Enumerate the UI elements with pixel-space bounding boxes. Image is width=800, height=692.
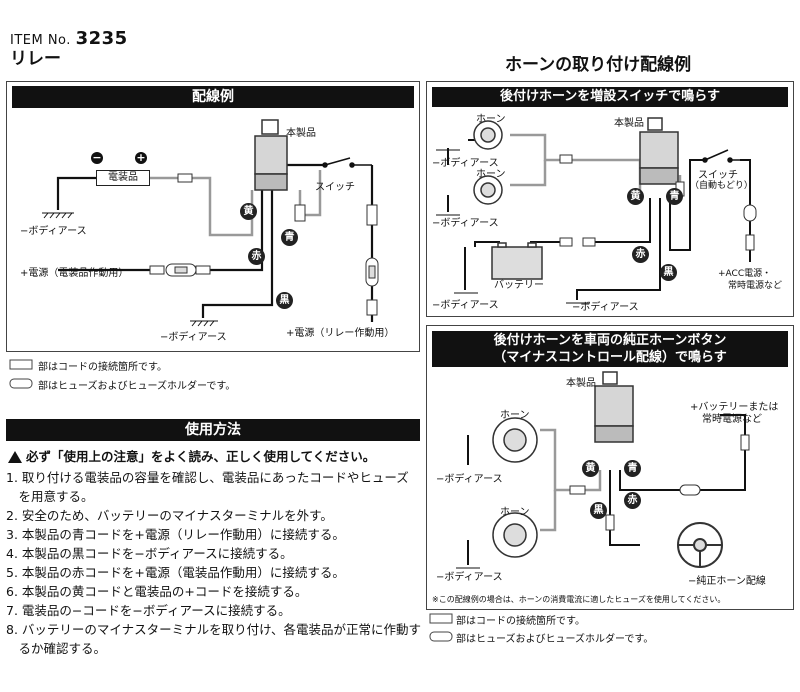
item-number: ITEM No. 3235 (10, 28, 128, 49)
rb-product-label: 本製品 (566, 378, 596, 389)
usage-step: を用意する。 (6, 489, 94, 504)
rt-ground-1: −ボディアース (432, 158, 499, 169)
wire-red-badge: 赤 (248, 248, 265, 265)
left-diagram-bar: 配線例 (12, 86, 414, 108)
rt-acc-label-2: 常時電源など (728, 281, 783, 291)
component-minus-icon: − (91, 151, 103, 164)
rb-battery-label: +バッテリーまたは (690, 402, 779, 413)
rt-ground-3: −ボディアース (432, 300, 499, 311)
rt-product-label: 本製品 (614, 118, 644, 129)
right-top-panel (426, 81, 794, 317)
usage-step: 8. バッテリーのマイナスターミナルを取り付け、各電装品が正常に作動す (6, 622, 422, 637)
left-diagram-panel (6, 81, 420, 352)
usage-bar: 使用方法 (6, 419, 420, 441)
right-bottom-panel (426, 325, 794, 610)
rb-ground-2: −ボディアース (436, 572, 503, 583)
power-device-label: +電源（電装品作動用） (20, 268, 129, 279)
rt-ground-4: −ボディアース (572, 302, 639, 313)
ground-label-2: −ボディアース (160, 332, 227, 343)
right-heading: ホーンの取り付け配線例 (505, 55, 692, 75)
switch-label: スイッチ (315, 182, 355, 193)
usage-step: 4. 本製品の黒コードを−ボディアースに接続する。 (6, 546, 293, 561)
usage-warning: 必ず「使用上の注意」をよく読み、正しく使用してください。 (8, 446, 375, 465)
wire-blue-badge: 青 (281, 229, 298, 246)
wire-yellow-badge: 黄 (240, 203, 257, 220)
rt-yellow-badge: 黄 (627, 188, 644, 205)
product-title: リレー (10, 49, 61, 69)
rt-blue-badge: 青 (666, 188, 683, 205)
rt-battery-label: バッテリー (494, 280, 544, 291)
right-top-bar: 後付けホーンを増設スイッチで鳴らす (432, 87, 788, 107)
warning-icon (8, 451, 22, 463)
legend-fuse-text: 部はヒューズおよびヒューズホルダーです。 (38, 381, 236, 392)
wire-black-badge: 黒 (276, 292, 293, 309)
usage-step: るか確認する。 (6, 641, 107, 656)
rb-legend-rect: 部はコードの接続箇所です。 (456, 616, 585, 627)
usage-steps: 1. 取り付ける電装品の容量を確認し、電装品にあったコードやヒューズ を用意する… (6, 468, 421, 658)
right-bottom-bar: 後付けホーンを車両の純正ホーンボタン（マイナスコントロール配線）で鳴らす (432, 331, 788, 367)
usage-step: 1. 取り付ける電装品の容量を確認し、電装品にあったコードやヒューズ (6, 470, 409, 485)
rt-red-badge: 赤 (632, 246, 649, 263)
usage-step: 6. 本製品の黄コードと電装品の+コードを接続する。 (6, 584, 308, 599)
horn-label-2: ホーン (476, 169, 506, 180)
rb-red-badge: 赤 (624, 492, 641, 509)
ground-label-1: −ボディアース (20, 226, 87, 237)
usage-step: 7. 電装品の−コードを−ボディアースに接続する。 (6, 603, 291, 618)
component-box: 電装品 (96, 170, 150, 186)
rb-battery-label-2: 常時電源など (702, 414, 762, 425)
usage-step: 5. 本製品の赤コードを+電源（電装品作動用）に接続する。 (6, 565, 345, 580)
usage-step: 3. 本製品の青コードを+電源（リレー作動用）に接続する。 (6, 527, 345, 542)
usage-step: 2. 安全のため、バッテリーのマイナスターミナルを外す。 (6, 508, 333, 523)
rb-ground-1: −ボディアース (436, 474, 503, 485)
rb-horn-wire-label: −純正ホーン配線 (688, 576, 766, 587)
left-product-label: 本製品 (286, 128, 316, 139)
power-relay-label: +電源（リレー作動用） (286, 328, 395, 339)
rt-ground-2: −ボディアース (432, 218, 499, 229)
rt-switch-label: スイッチ (698, 170, 738, 181)
rb-black-badge: 黒 (590, 502, 607, 519)
rb-horn-label-1: ホーン (500, 410, 530, 421)
rb-horn-label-2: ホーン (500, 507, 530, 518)
rb-yellow-badge: 黄 (582, 460, 599, 477)
rt-black-badge: 黒 (660, 264, 677, 281)
horn-label-1: ホーン (476, 114, 506, 125)
rt-acc-label: +ACC電源・ (718, 269, 772, 279)
rb-blue-badge: 青 (624, 460, 641, 477)
component-plus-icon: + (135, 151, 147, 164)
rt-switch-sub: （自動もどり） (690, 181, 753, 191)
legend-rect-text: 部はコードの接続箇所です。 (38, 362, 167, 373)
rb-note: ※この配線例の場合は、ホーンの消費電流に適したヒューズを使用してください。 (432, 595, 726, 604)
rb-legend-fuse: 部はヒューズおよびヒューズホルダーです。 (456, 634, 654, 645)
